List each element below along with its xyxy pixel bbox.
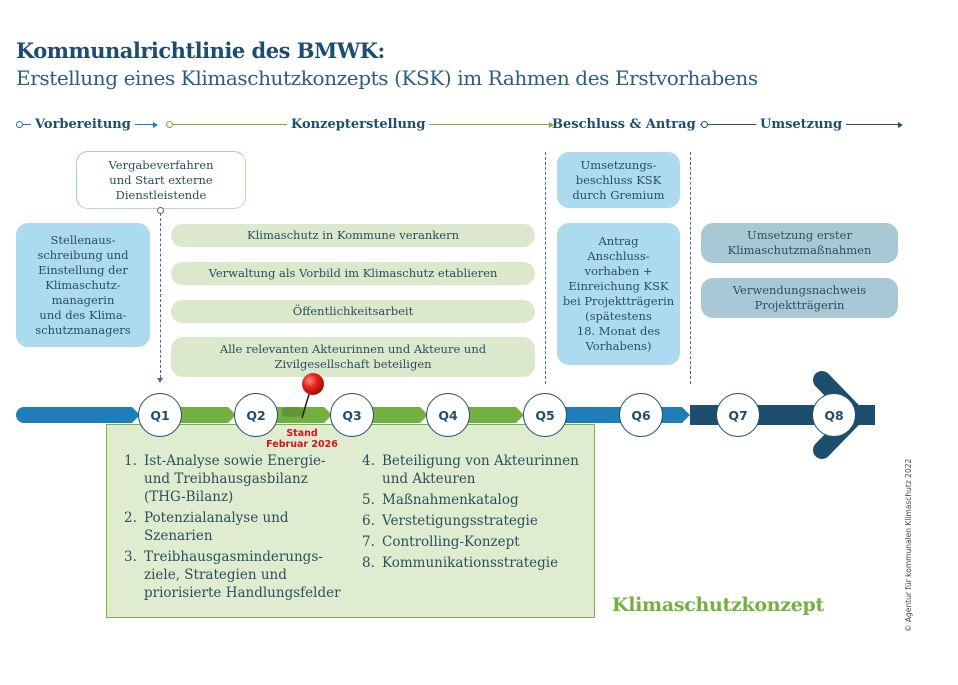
arrow-right-icon: [152, 121, 158, 128]
page-subtitle: Erstellung eines Klimaschutzkonzepts (KS…: [16, 66, 758, 90]
phase-beschluss-antrag: Beschluss & Antrag: [552, 117, 708, 132]
list-item: 3.Treibhausgasminderungs-ziele, Strategi…: [124, 549, 341, 601]
copyright-notice: © Agentur für kommunalen Klimaschutz 202…: [904, 458, 913, 632]
arrow-right-icon: [898, 121, 904, 128]
box-stellenausschreibung: Stellenaus- schreibung und Einstellung d…: [16, 223, 150, 347]
quarter-marker-q2: Q2: [234, 393, 278, 437]
page-title: Kommunalrichtlinie des BMWK:: [16, 38, 385, 63]
list-item: 6.Verstetigungsstrategie: [362, 513, 538, 529]
task-klimaschutz-verankern: Klimaschutz in Kommune verankern: [171, 224, 535, 247]
quarter-marker-q7: Q7: [716, 393, 760, 437]
list-item: 2.Potenzialanalyse und Szenarien: [124, 510, 289, 544]
dashed-divider-right: [690, 152, 691, 384]
list-item: 5.Maßnahmenkatalog: [362, 492, 519, 508]
ksk-list-col2: 4.Beteiligung von Akteurinnen und Akteur…: [362, 452, 594, 575]
ksk-list-col1: 1.Ist-Analyse sowie Energie- und Treibha…: [124, 452, 344, 605]
task-verwendungsnachweis: Verwendungsnachweis Projektträgerin: [701, 278, 898, 318]
quarter-marker-q4: Q4: [426, 393, 470, 437]
phase-umsetzung: Umsetzung: [701, 117, 904, 132]
phase-konzepterstellung: Konzepterstellung: [166, 117, 555, 132]
list-item: 1.Ist-Analyse sowie Energie- und Treibha…: [124, 453, 326, 505]
quarter-marker-q8: Q8: [812, 393, 856, 437]
task-umsetzung-massnahmen: Umsetzung erster Klimaschutzmaßnahmen: [701, 223, 898, 263]
ksk-label: Klimaschutzkonzept: [612, 594, 825, 616]
quarter-marker-q6: Q6: [619, 393, 663, 437]
list-item: 8.Kommunikationsstrategie: [362, 555, 559, 571]
task-verwaltung-vorbild: Verwaltung als Vorbild im Klimaschutz et…: [171, 262, 535, 285]
box-antrag-anschlussvorhaben: Antrag Anschluss- vorhaben + Einreichung…: [557, 223, 680, 365]
ksk-contents-box: [106, 424, 595, 618]
box-vergabeverfahren: Vergabeverfahren und Start externe Diens…: [76, 151, 246, 209]
task-akteure-beteiligen: Alle relevanten Akteurinnen und Akteure …: [171, 337, 535, 377]
dashed-connector: [160, 213, 161, 378]
dashed-divider-left: [545, 152, 546, 384]
arrow-right-icon: [549, 121, 555, 128]
phase-label: Konzepterstellung: [291, 117, 426, 132]
phase-label: Beschluss & Antrag: [552, 117, 696, 132]
pin-marker-icon: [282, 373, 324, 419]
task-oeffentlichkeitsarbeit: Öffentlichkeitsarbeit: [171, 300, 535, 323]
phase-start-dot-icon: [166, 121, 173, 128]
timeline-arrowhead-icon: [813, 371, 869, 459]
phase-vorbereitung: Vorbereitung: [16, 117, 158, 132]
quarter-marker-q5: Q5: [523, 393, 567, 437]
box-umsetzungsbeschluss: Umsetzungs- beschluss KSK durch Gremium: [557, 152, 680, 208]
phase-start-dot-icon: [701, 121, 708, 128]
list-item: 7.Controlling-Konzept: [362, 534, 520, 550]
quarter-marker-q3: Q3: [330, 393, 374, 437]
quarter-marker-q1: Q1: [138, 393, 182, 437]
list-item: 4.Beteiligung von Akteurinnen und Akteur…: [362, 453, 579, 487]
phase-label: Vorbereitung: [35, 117, 131, 132]
phase-start-dot-icon: [16, 121, 23, 128]
timeline-segment-vorbereitung: [16, 407, 140, 423]
phase-label: Umsetzung: [760, 117, 843, 132]
status-marker-label: Stand Februar 2026: [266, 428, 338, 450]
arrow-down-icon: [157, 378, 163, 383]
